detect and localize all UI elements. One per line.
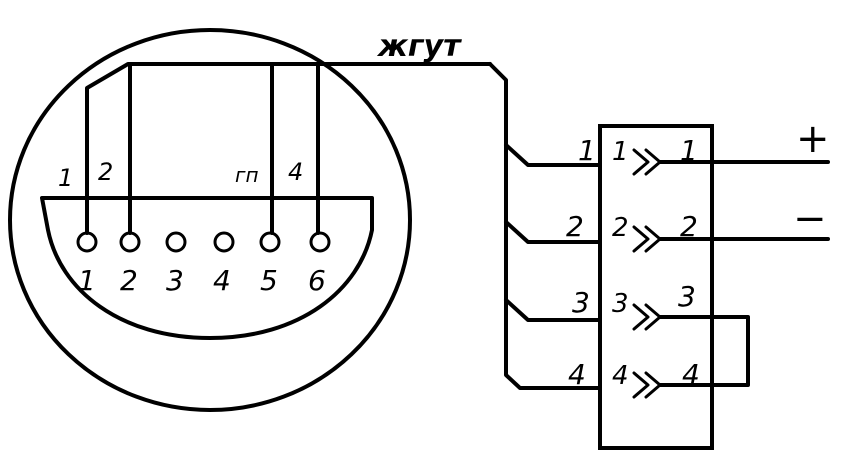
connector-contacts [632,148,662,399]
pin-4 [213,231,235,253]
contact-number: 4 [612,361,629,391]
pin-5 [259,231,281,253]
pin-number-labels: 1 2 3 4 5 6 [78,264,326,297]
pin-number: 1 [78,264,96,297]
harness-label: жгут [376,29,462,64]
contact-number: 2 [612,213,629,243]
contact-number: 4 [568,358,586,391]
contact-number: 3 [612,289,629,319]
pin-number: 2 [120,264,138,297]
pin-3 [165,231,187,253]
wire-label: гп [235,163,259,187]
connector-block [598,124,714,450]
connector-left-numbers: 1 2 3 4 [566,134,596,391]
pin-number: 5 [260,264,278,297]
contact-number: 2 [680,210,698,243]
pin-number: 6 [308,264,326,297]
connector-right-numbers: 1 2 3 4 [678,134,700,391]
contact-number: 1 [612,137,629,167]
contact-number: 3 [678,280,696,313]
harness-branches [504,143,602,322]
connector-inner-numbers: 1 2 3 4 [612,137,629,391]
wire-labels: 1 2 гп 4 [58,158,303,192]
wire-label: 2 [98,158,113,186]
pin-number: 4 [213,264,231,297]
device-housing-circle [8,28,412,412]
pin-1 [76,231,98,253]
output-wires [658,160,830,387]
plus-sign: + [796,116,830,162]
pin-2 [119,231,141,253]
minus-sign: − [793,196,827,242]
pin-6 [309,231,331,253]
internal-wires [85,62,492,235]
contact-number: 1 [680,134,698,167]
wire-label: 1 [58,164,73,192]
pin-number: 3 [166,264,184,297]
contact-number: 2 [566,210,584,243]
contact-number: 3 [572,286,590,319]
socket-block [40,196,374,340]
contact-number: 1 [578,134,596,167]
harness-trunk [488,62,602,390]
socket-pins [76,231,331,253]
wire-label: 4 [288,158,303,186]
contact-number: 4 [682,358,700,391]
